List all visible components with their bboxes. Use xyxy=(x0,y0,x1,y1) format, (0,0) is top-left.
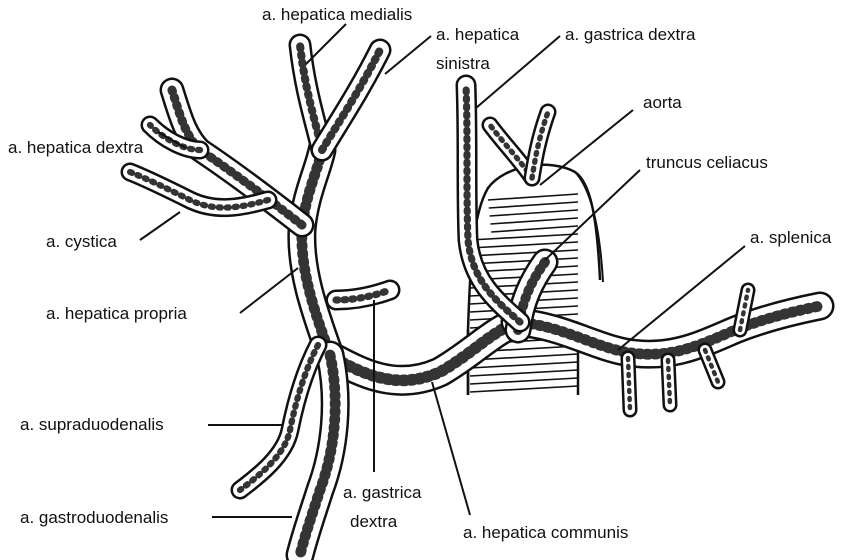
aorta-hatch-line xyxy=(470,258,578,264)
label-hepatica-sinistra-line1: a. hepatica xyxy=(436,25,520,44)
labels: a. hepatica medialis a. hepatica sinistr… xyxy=(8,5,832,542)
vessel-gastrica-dextra xyxy=(336,290,390,300)
artery-vessels xyxy=(130,45,820,555)
aorta-hatch-line xyxy=(470,362,578,368)
label-gastrica-dextra-top: a. gastrica dextra xyxy=(565,25,696,44)
vessel-splenic-branch-4 xyxy=(740,290,748,330)
aorta-hatch-line xyxy=(470,378,578,384)
vessel-hepatica-sinistra xyxy=(322,50,380,150)
label-hepatica-propria: a. hepatica propria xyxy=(46,304,187,323)
aorta-hatch-line xyxy=(490,218,578,224)
vessel-splenic-branch-3 xyxy=(705,350,718,382)
leader-aorta xyxy=(540,110,633,185)
label-hepatica-medialis: a. hepatica medialis xyxy=(262,5,412,24)
leader-hepatica-propria xyxy=(240,268,298,313)
leader-hepatica-sinistra xyxy=(385,36,431,74)
label-truncus-celiacus: truncus celiacus xyxy=(646,153,768,172)
vessel-supraduodenalis xyxy=(240,345,318,490)
aorta-hatch-line xyxy=(491,226,578,232)
label-hepatica-communis: a. hepatica communis xyxy=(463,523,628,542)
vessel-splenic-branch-1 xyxy=(628,358,630,410)
leader-truncus-celiacus xyxy=(545,170,640,260)
label-splenica: a. splenica xyxy=(750,228,832,247)
vessel-aorta-branch-right xyxy=(532,112,548,178)
label-gastrica-dextra-bottom-line2: dextra xyxy=(350,512,398,531)
aorta-hatch-line xyxy=(470,234,578,240)
aorta-hatch-line xyxy=(490,210,578,216)
vessel-hepatica-communis xyxy=(328,322,520,380)
label-hepatica-sinistra-line2: sinistra xyxy=(436,54,490,73)
vessel-splenic-branch-2 xyxy=(668,360,670,405)
aorta-hatch-line xyxy=(488,194,578,200)
label-gastrica-dextra-bottom-line1: a. gastrica xyxy=(343,483,422,502)
aorta-hatch-line xyxy=(470,370,578,376)
label-supraduodenalis: a. supraduodenalis xyxy=(20,415,164,434)
leader-hepatica-medialis xyxy=(306,24,346,64)
vessel-hepatica-propria xyxy=(302,150,330,355)
label-cystica: a. cystica xyxy=(46,232,117,251)
label-hepatica-dextra: a. hepatica dextra xyxy=(8,138,144,157)
aorta-hatch-line xyxy=(470,250,578,256)
label-gastroduodenalis: a. gastroduodenalis xyxy=(20,508,168,527)
leader-cystica xyxy=(140,212,180,240)
leader-hepatica-communis xyxy=(432,382,470,515)
label-aorta: aorta xyxy=(643,93,682,112)
aorta-hatch-line xyxy=(489,202,578,208)
aorta-hatch-line xyxy=(470,386,578,392)
